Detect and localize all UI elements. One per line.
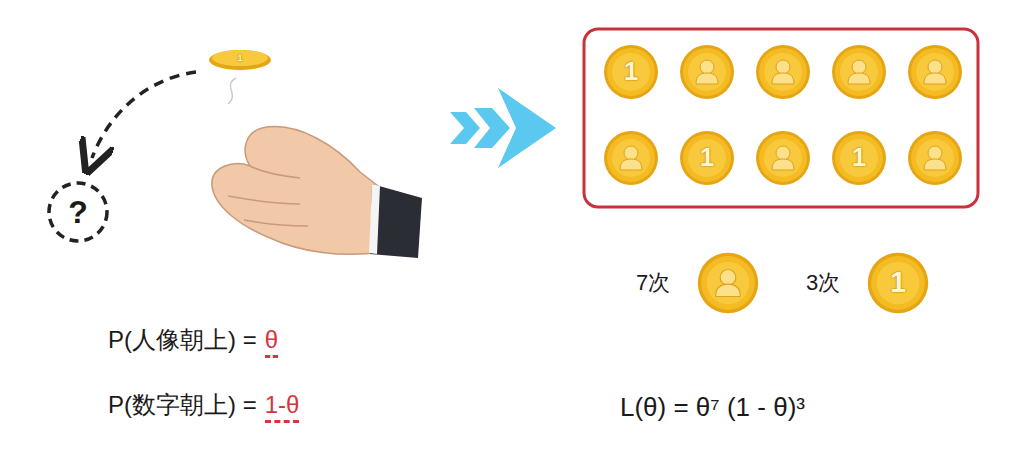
flying-coin [209, 50, 271, 104]
coin-digit: 1 [852, 143, 866, 173]
coin-digit: 1 [890, 266, 906, 299]
count-label: 3次 [806, 270, 840, 295]
coin-set [604, 45, 962, 185]
coin-digit: 1 [624, 57, 638, 87]
likelihood-formula: L(θ) = θ⁷ (1 - θ)³ [620, 393, 805, 423]
sample-box [584, 29, 978, 207]
unknown-mark: ? [68, 194, 88, 231]
chevron-arrow [450, 88, 556, 168]
parameter: 1-θ [265, 391, 300, 423]
dashed-circle: ? [46, 180, 110, 244]
probability-formula: P(数字朝上) = [108, 391, 257, 419]
toss-arrow [92, 72, 196, 158]
parameter: θ [265, 326, 278, 358]
count-label: 7次 [636, 270, 670, 295]
probability-formula: P(人像朝上) = [108, 326, 257, 354]
hand [212, 127, 422, 258]
coin-digit: 1 [700, 143, 714, 173]
coin-digit: 1 [237, 53, 242, 63]
count-coin [698, 253, 928, 313]
